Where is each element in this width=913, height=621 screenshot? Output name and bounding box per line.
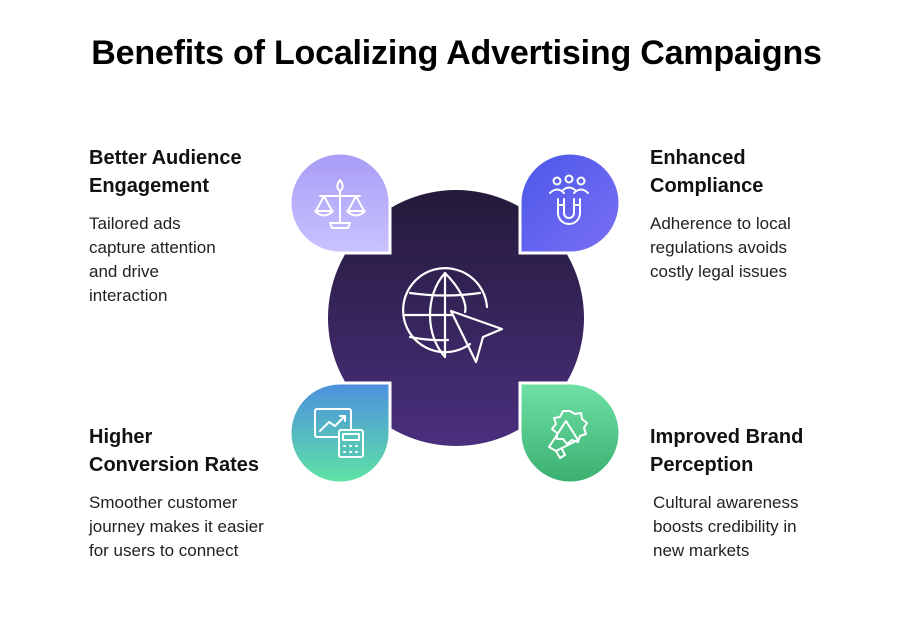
chart-calculator-icon <box>314 408 364 458</box>
benefit-engagement: Better Audience Engagement Tailored ads … <box>89 144 299 308</box>
brand-petal <box>518 381 622 485</box>
benefit-description: Cultural awareness boosts credibility in… <box>653 493 799 560</box>
benefit-compliance: Enhanced Compliance Adherence to local r… <box>650 144 870 284</box>
compliance-petal <box>518 151 622 255</box>
benefit-description: Tailored ads capture attention and drive… <box>89 214 216 305</box>
benefit-brand: Improved Brand Perception Cultural aware… <box>650 423 875 563</box>
benefit-conversion: Higher Conversion Rates Smoother custome… <box>89 423 309 563</box>
benefit-description: Adherence to local regulations avoids co… <box>650 214 791 281</box>
megaphone-badge-icon <box>548 410 588 459</box>
benefit-heading: Higher Conversion Rates <box>89 426 260 476</box>
page-title: Benefits of Localizing Advertising Campa… <box>91 34 822 72</box>
benefit-heading: Enhanced Compliance <box>650 147 764 197</box>
benefit-description: Smoother customer journey makes it easie… <box>89 493 264 560</box>
benefit-heading: Better Audience Engagement <box>89 147 242 197</box>
balance-scale-icon <box>314 179 366 229</box>
benefit-heading: Improved Brand Perception <box>650 426 804 476</box>
people-magnet-icon <box>549 174 589 225</box>
globe-cursor-icon <box>402 267 504 364</box>
